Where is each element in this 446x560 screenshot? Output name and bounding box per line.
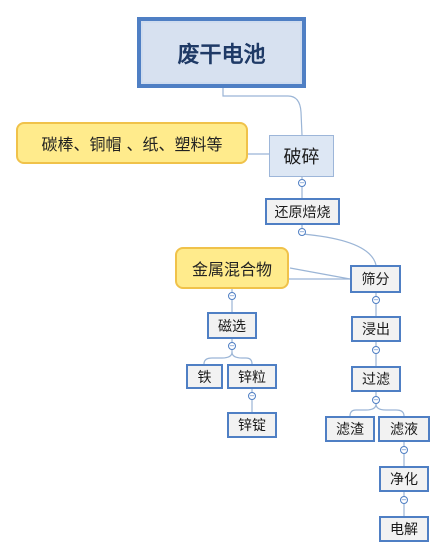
leach-node[interactable]: 浸出 — [351, 316, 401, 342]
filtrate-node[interactable]: 滤液 — [378, 416, 430, 442]
root-node[interactable]: 废干电池 — [137, 17, 306, 88]
collapse-icon[interactable]: − — [228, 292, 236, 300]
collapse-icon[interactable]: − — [248, 392, 256, 400]
filter-node[interactable]: 过滤 — [351, 366, 401, 392]
purify-node[interactable]: 净化 — [379, 466, 429, 492]
roast-node[interactable]: 还原焙烧 — [265, 198, 340, 225]
sieve-note-callout: 金属混合物 — [175, 247, 289, 289]
collapse-icon[interactable]: − — [228, 342, 236, 350]
collapse-icon[interactable]: − — [372, 346, 380, 354]
iron-node[interactable]: 铁 — [186, 364, 223, 389]
collapse-icon[interactable]: − — [298, 179, 306, 187]
sieve-node[interactable]: 筛分 — [350, 265, 401, 293]
zinc-ingot-node[interactable]: 锌锭 — [227, 412, 277, 438]
collapse-icon[interactable]: − — [298, 228, 306, 236]
electrolysis-node[interactable]: 电解 — [379, 516, 429, 542]
collapse-icon[interactable]: − — [372, 396, 380, 404]
collapse-icon[interactable]: − — [372, 296, 380, 304]
magnetic-separation-node[interactable]: 磁选 — [207, 312, 257, 339]
crush-node[interactable]: 破碎 — [269, 135, 334, 177]
collapse-icon[interactable]: − — [400, 496, 408, 504]
residue-node[interactable]: 滤渣 — [325, 416, 375, 442]
collapse-icon[interactable]: − — [400, 446, 408, 454]
zinc-granule-node[interactable]: 锌粒 — [227, 364, 277, 389]
crush-note-callout: 碳棒、铜帽 、纸、塑料等 — [16, 122, 248, 164]
